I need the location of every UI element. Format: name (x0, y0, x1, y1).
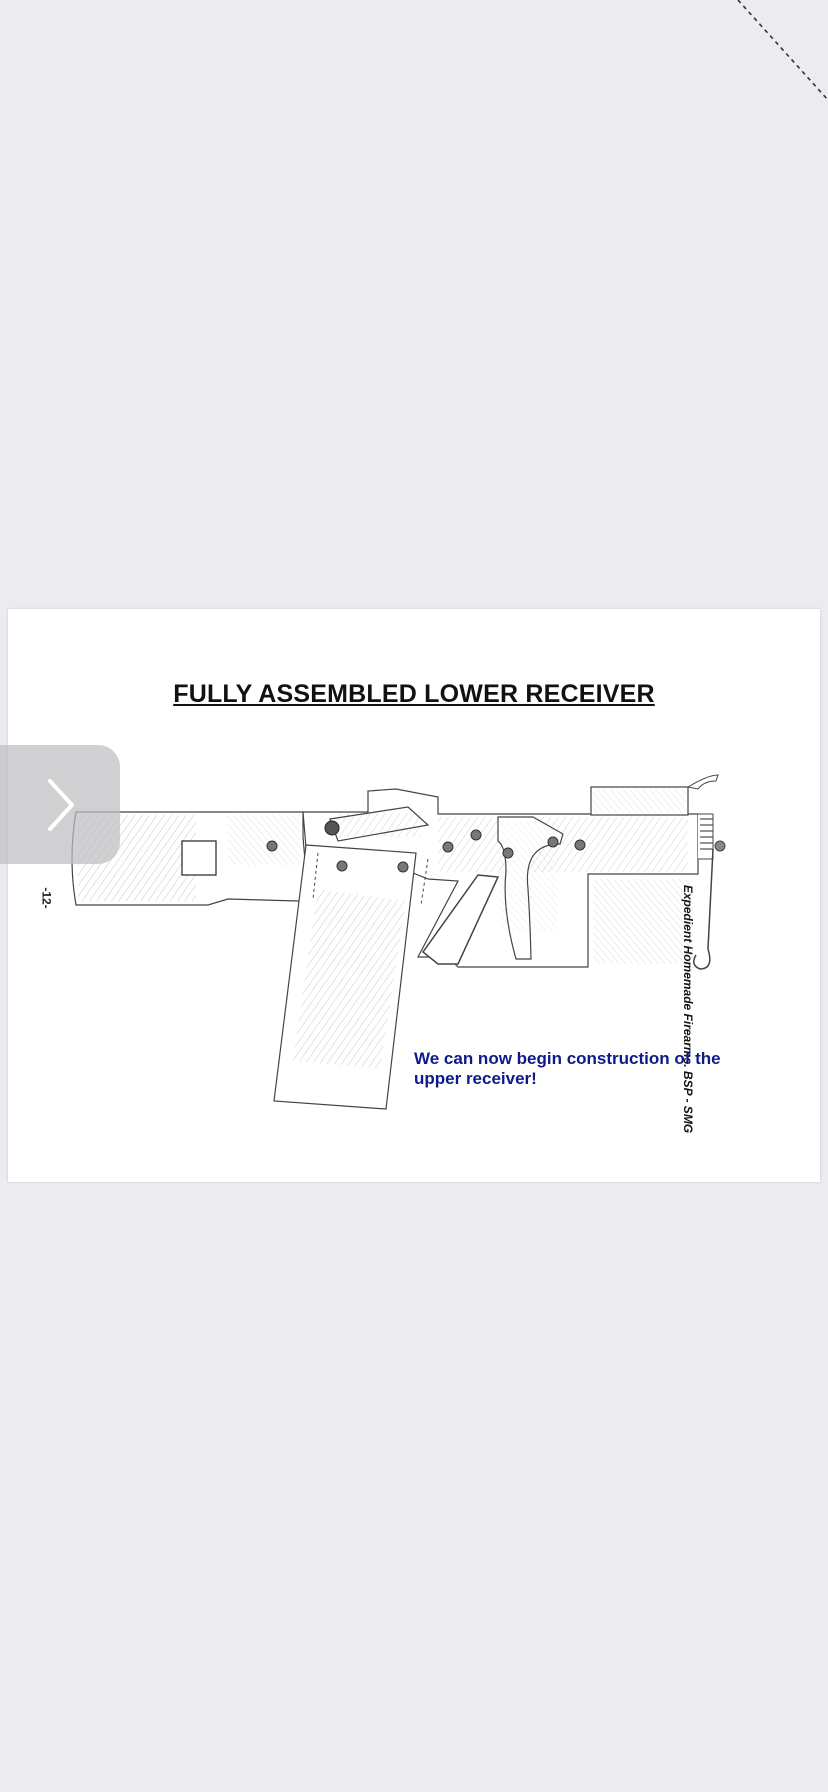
page-curl-indicator (737, 0, 828, 101)
trigger-guard (421, 874, 500, 965)
page-title: FULLY ASSEMBLED LOWER RECEIVER (173, 680, 655, 708)
next-page-button[interactable] (0, 745, 120, 864)
lower-receiver-drawing (71, 774, 726, 1110)
receiver-window (181, 840, 217, 876)
body-note: We can now begin construction of the upp… (414, 1049, 721, 1088)
chevron-right-icon (48, 778, 74, 831)
pdf-page: FULLY ASSEMBLED LOWER RECEIVER -12- Expe… (8, 609, 820, 1182)
